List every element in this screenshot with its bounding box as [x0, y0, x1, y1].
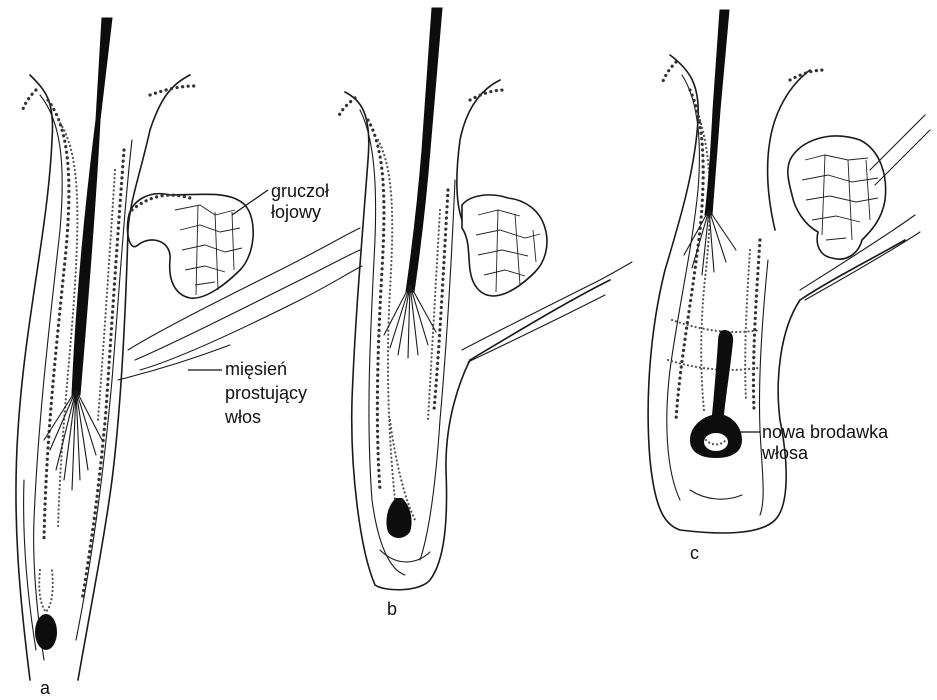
label-new-papilla: nowa brodawka włosa	[730, 422, 889, 463]
follicle-a-outer-sheath	[16, 75, 53, 680]
hair-shaft-b	[406, 8, 442, 292]
follicle-a	[16, 18, 362, 680]
sebaceous-gland-c	[788, 136, 886, 259]
sebaceous-gland-a	[127, 194, 253, 298]
label-muscle-line-3: włos	[224, 407, 261, 427]
label-papilla-line-2: włosa	[761, 443, 809, 463]
arrector-muscle-a	[118, 228, 362, 380]
root-fibers-a	[44, 390, 102, 490]
label-sebaceous-gland: gruczoł łojowy	[232, 181, 329, 222]
hair-shaft-c	[705, 10, 729, 215]
label-muscle-line-2: prostujący	[225, 383, 307, 403]
label-papilla-line-1: nowa brodawka	[762, 422, 889, 442]
label-sebaceous-line-1: gruczoł	[271, 181, 329, 201]
label-sebaceous-line-2: łojowy	[271, 202, 321, 222]
club-fibers-c	[684, 210, 736, 275]
new-hair-papilla-c	[690, 330, 742, 458]
panel-label-c: c	[690, 543, 699, 563]
panel-label-a: a	[40, 678, 51, 698]
follicle-b	[338, 8, 632, 590]
club-fibers-b	[384, 285, 436, 358]
label-muscle-line-1: mięsień	[225, 359, 287, 379]
panel-label-b: b	[387, 599, 397, 619]
dermal-papilla-a	[35, 614, 57, 650]
arrector-muscle-b	[462, 262, 632, 362]
label-arrector-muscle: mięsień prostujący włos	[188, 359, 307, 427]
sebaceous-gland-b	[462, 195, 547, 296]
